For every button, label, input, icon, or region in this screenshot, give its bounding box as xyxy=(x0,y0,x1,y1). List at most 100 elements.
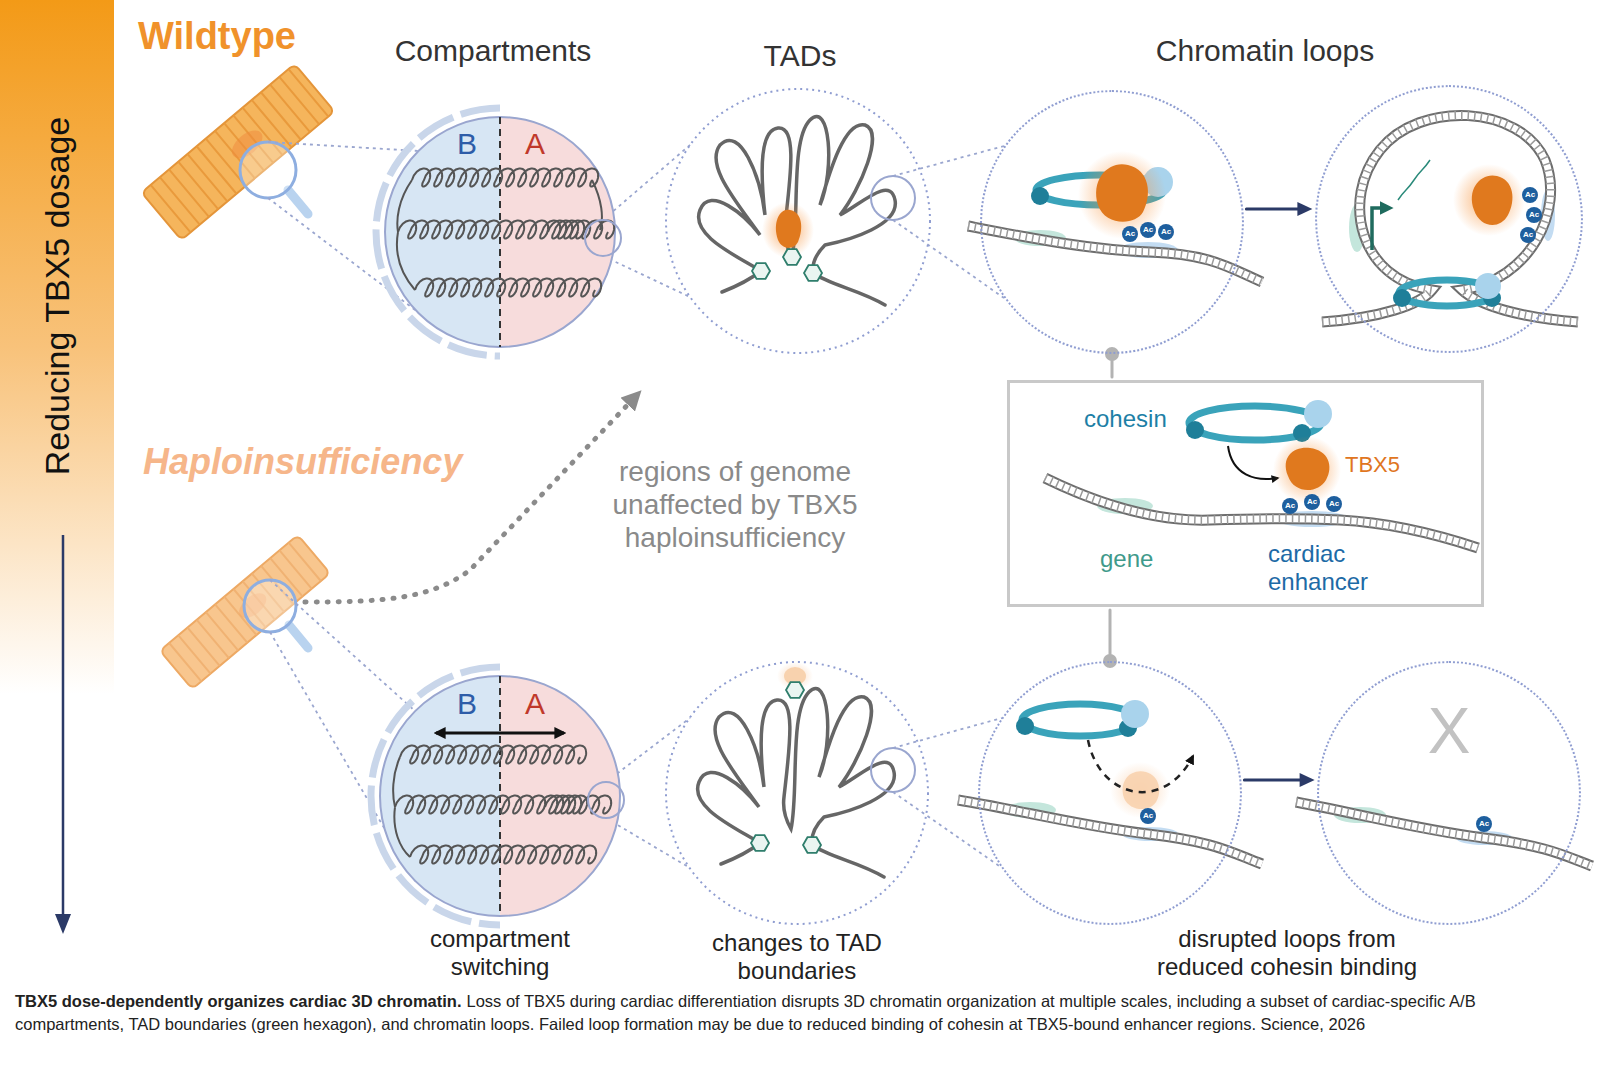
mechanism-box: cohesinTBX5AcAcAcgenecardiac enhancer xyxy=(1007,380,1484,607)
axis-label: Reducing TBX5 dosage xyxy=(37,86,77,506)
part-label: cardiac enhancer xyxy=(1268,540,1398,596)
acetylation-mark: Ac xyxy=(1139,807,1157,825)
illustration-part xyxy=(385,117,615,347)
tad-illustration-bottom xyxy=(666,662,928,924)
illustration-part xyxy=(666,89,930,353)
cardiomyocyte-haploinsufficient xyxy=(160,535,330,689)
caption-title: TBX5 dose-dependently organizes cardiac … xyxy=(15,992,462,1010)
acetylation-mark: Ac xyxy=(1303,493,1321,511)
compartment-letter: A xyxy=(520,688,550,720)
column-heading: Chromatin loops xyxy=(1125,33,1405,69)
illustration-part xyxy=(395,795,461,813)
illustration-part xyxy=(698,688,895,877)
illustration-part xyxy=(1228,446,1278,479)
illustration-part xyxy=(1110,762,1170,818)
illustration-part xyxy=(62,535,65,916)
illustration-part xyxy=(871,748,915,792)
illustration-part xyxy=(288,190,308,214)
illustration-part xyxy=(1158,224,1174,240)
compartment-letter: A xyxy=(520,128,550,160)
compartment-circle: BA xyxy=(380,676,620,916)
illustration-part xyxy=(804,265,822,281)
illustration-part xyxy=(1045,478,1478,548)
illustration-part xyxy=(666,662,928,924)
illustration-part xyxy=(1121,700,1149,728)
illustration-part xyxy=(455,795,521,813)
illustration-part xyxy=(803,837,821,853)
cardiomyocyte-wildtype xyxy=(141,64,334,240)
compartment-letter: B xyxy=(452,128,482,160)
illustration-part xyxy=(1322,115,1578,322)
illustration-part xyxy=(1031,187,1049,205)
illustration-part xyxy=(1296,802,1592,866)
illustration-part xyxy=(1007,380,1484,607)
illustration-part xyxy=(169,543,321,682)
illustration-part xyxy=(548,220,614,238)
illustration-part xyxy=(588,782,624,818)
illustration-part xyxy=(1476,816,1492,832)
illustration-part xyxy=(1322,115,1578,322)
illustration-part xyxy=(1322,115,1578,322)
illustration-part xyxy=(958,800,1262,864)
loop-circle: Ac xyxy=(978,661,1242,925)
connector-line xyxy=(1109,610,1112,658)
illustration-part xyxy=(1273,436,1341,504)
illustration-part xyxy=(1022,704,1138,736)
illustration-part xyxy=(460,745,526,763)
illustration-part xyxy=(1140,808,1156,824)
loop-illustration-3 xyxy=(958,700,1262,864)
illustration-part xyxy=(0,0,114,694)
illustration-part xyxy=(752,263,770,279)
dosage-bar xyxy=(0,0,114,934)
illustration-part xyxy=(1372,208,1388,250)
loop-circle: AcAcAc xyxy=(1315,85,1583,353)
acetylation-mark: Ac xyxy=(1281,497,1299,515)
illustration-part xyxy=(470,845,536,863)
illustration-part xyxy=(1122,226,1138,242)
acetylation-mark: Ac xyxy=(1519,226,1537,244)
illustration-part xyxy=(475,278,541,296)
acetylation-mark: Ac xyxy=(1325,495,1343,513)
illustration-part xyxy=(1304,400,1332,428)
illustration-part xyxy=(151,69,329,232)
unaffected-regions-arrow xyxy=(305,396,636,602)
compartment-illustration-top xyxy=(376,108,621,356)
loss-mark: X xyxy=(1409,696,1489,766)
scale-caption: changes to TAD boundaries xyxy=(677,929,917,985)
compartment-circle: BA xyxy=(385,117,615,347)
illustration-part xyxy=(1078,151,1166,239)
illustration-part xyxy=(289,625,308,648)
connector-line xyxy=(1246,208,1302,211)
illustration-part xyxy=(958,800,1262,864)
illustration-part xyxy=(1186,421,1204,439)
connector-line xyxy=(1244,779,1304,782)
illustration-part xyxy=(1304,494,1320,510)
illustration-part xyxy=(751,835,769,851)
illustration-part xyxy=(436,732,564,735)
illustration-part xyxy=(530,845,596,863)
illustration-part xyxy=(415,278,481,296)
scale-caption: disrupted loops from reduced cohesin bin… xyxy=(1142,925,1432,981)
illustration-part xyxy=(751,682,821,853)
illustration-part xyxy=(1045,478,1478,548)
illustration-part xyxy=(380,676,620,916)
illustration-part xyxy=(397,168,614,296)
tad-illustration-top xyxy=(666,89,930,353)
annotation-note: regions of genome unaffected by TBX5 hap… xyxy=(585,455,885,554)
illustration-part xyxy=(393,757,410,857)
illustration-part xyxy=(160,535,330,689)
acetylation-mark: Ac xyxy=(1521,186,1539,204)
illustration-part xyxy=(752,249,822,281)
illustration-part xyxy=(55,914,71,934)
acetylation-mark: Ac xyxy=(1121,225,1139,243)
loop-illustration-2 xyxy=(1322,115,1578,322)
illustration-part xyxy=(783,249,801,265)
scale-caption: compartment switching xyxy=(390,925,610,981)
illustration-part xyxy=(1282,498,1298,514)
illustration-part xyxy=(397,180,602,290)
illustration-part xyxy=(412,168,478,186)
flow-arrow xyxy=(1244,773,1314,787)
mechanism-illustration xyxy=(1007,380,1484,607)
